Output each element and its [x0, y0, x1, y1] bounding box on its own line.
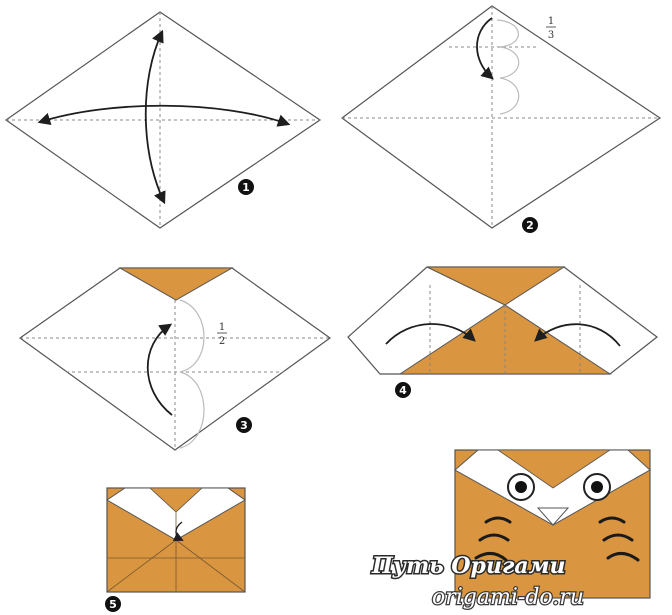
measure-loops: [496, 19, 520, 115]
fraction-numerator: 1: [219, 322, 225, 333]
step-3: 1 2 3: [18, 267, 332, 451]
step-5: 5: [105, 487, 246, 612]
fraction-denominator: 2: [219, 336, 225, 347]
fold-arrow-down: [476, 17, 494, 80]
step-number-badge: 1: [238, 179, 254, 195]
step-number-badge: 5: [105, 596, 121, 612]
fold-line-diagonal-1: [106, 539, 177, 593]
watermark-site: origami-do.ru: [432, 585, 584, 610]
step-4: 4: [347, 266, 658, 398]
step-number: 2: [526, 219, 534, 232]
finished-owl: [454, 449, 651, 599]
owl-beak: [536, 507, 570, 526]
step-number-badge: 4: [395, 382, 411, 398]
folded-top-flap: [118, 267, 234, 301]
step-number-badge: 2: [522, 217, 538, 233]
measure-loops: [179, 299, 205, 449]
step-1: 1: [4, 11, 322, 229]
top-flap: [426, 266, 566, 306]
fold-arrow-right: [534, 323, 621, 347]
owl-eye-right: [583, 473, 611, 501]
step-number: 1: [242, 181, 250, 194]
fold-arrow-left: [385, 323, 476, 345]
fold-line-diagonal-2: [175, 539, 246, 593]
fold-arrow-small: [172, 521, 184, 541]
owl-head-top: [496, 449, 612, 489]
square-paper: [340, 5, 662, 229]
owl-feathers-right: [598, 516, 640, 562]
step-2: 1 3 2: [340, 5, 662, 233]
fold-arrow-horizontal: [37, 104, 291, 127]
top-inner-flap: [148, 487, 204, 513]
fraction-label: 1 2: [217, 322, 227, 347]
step-number-badge: 3: [236, 417, 252, 433]
owl-feathers-left: [474, 516, 512, 562]
fraction-label: 1 3: [546, 16, 556, 41]
step-number: 5: [109, 598, 117, 611]
fraction-denominator: 3: [548, 30, 554, 41]
watermark: Путь Оригами origami-do.ru: [370, 552, 586, 612]
watermark-title: Путь Оригами: [371, 553, 565, 579]
step-number: 3: [240, 419, 248, 432]
step-number: 4: [399, 384, 407, 397]
fraction-numerator: 1: [548, 16, 554, 27]
fold-arrow-up: [146, 323, 173, 416]
owl-eye-left: [507, 473, 535, 501]
